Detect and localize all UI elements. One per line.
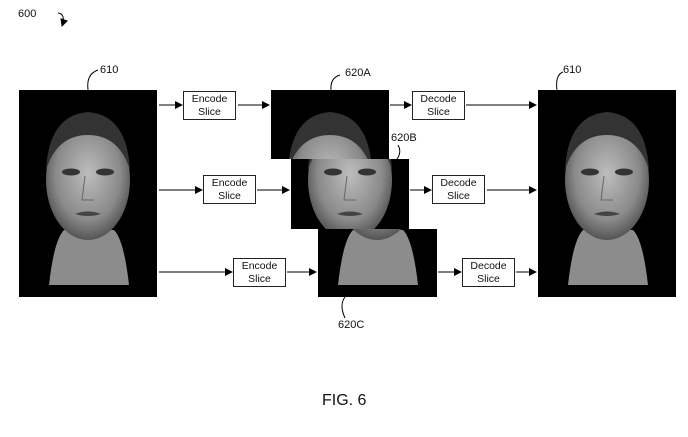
label-slice-c: 620C [338, 319, 365, 331]
output-image [538, 90, 676, 297]
slice-text: Slice [218, 190, 241, 202]
figure-number: 600 [18, 8, 37, 20]
figure-caption: FIG. 6 [322, 392, 367, 409]
slice-c-image [318, 229, 437, 297]
label-output: 610 [563, 64, 582, 76]
slice-b-image [291, 159, 409, 229]
source-image [19, 90, 157, 297]
label-source: 610 [100, 64, 119, 76]
slice-a-image [271, 90, 389, 159]
decode-text: Decode [440, 177, 477, 189]
slice-text: Slice [198, 106, 221, 118]
slice-text: Slice [477, 273, 500, 285]
slice-text: Slice [427, 106, 450, 118]
decode-text: Decode [470, 260, 507, 272]
encode-text: Encode [241, 260, 278, 272]
label-slice-a: 620A [345, 67, 371, 79]
decode-text: Decode [420, 93, 457, 105]
label-slice-b: 620B [391, 132, 417, 144]
encode-text: Encode [211, 177, 248, 189]
slice-text: Slice [447, 190, 470, 202]
slice-text: Slice [248, 273, 271, 285]
encode-text: Encode [191, 93, 228, 105]
